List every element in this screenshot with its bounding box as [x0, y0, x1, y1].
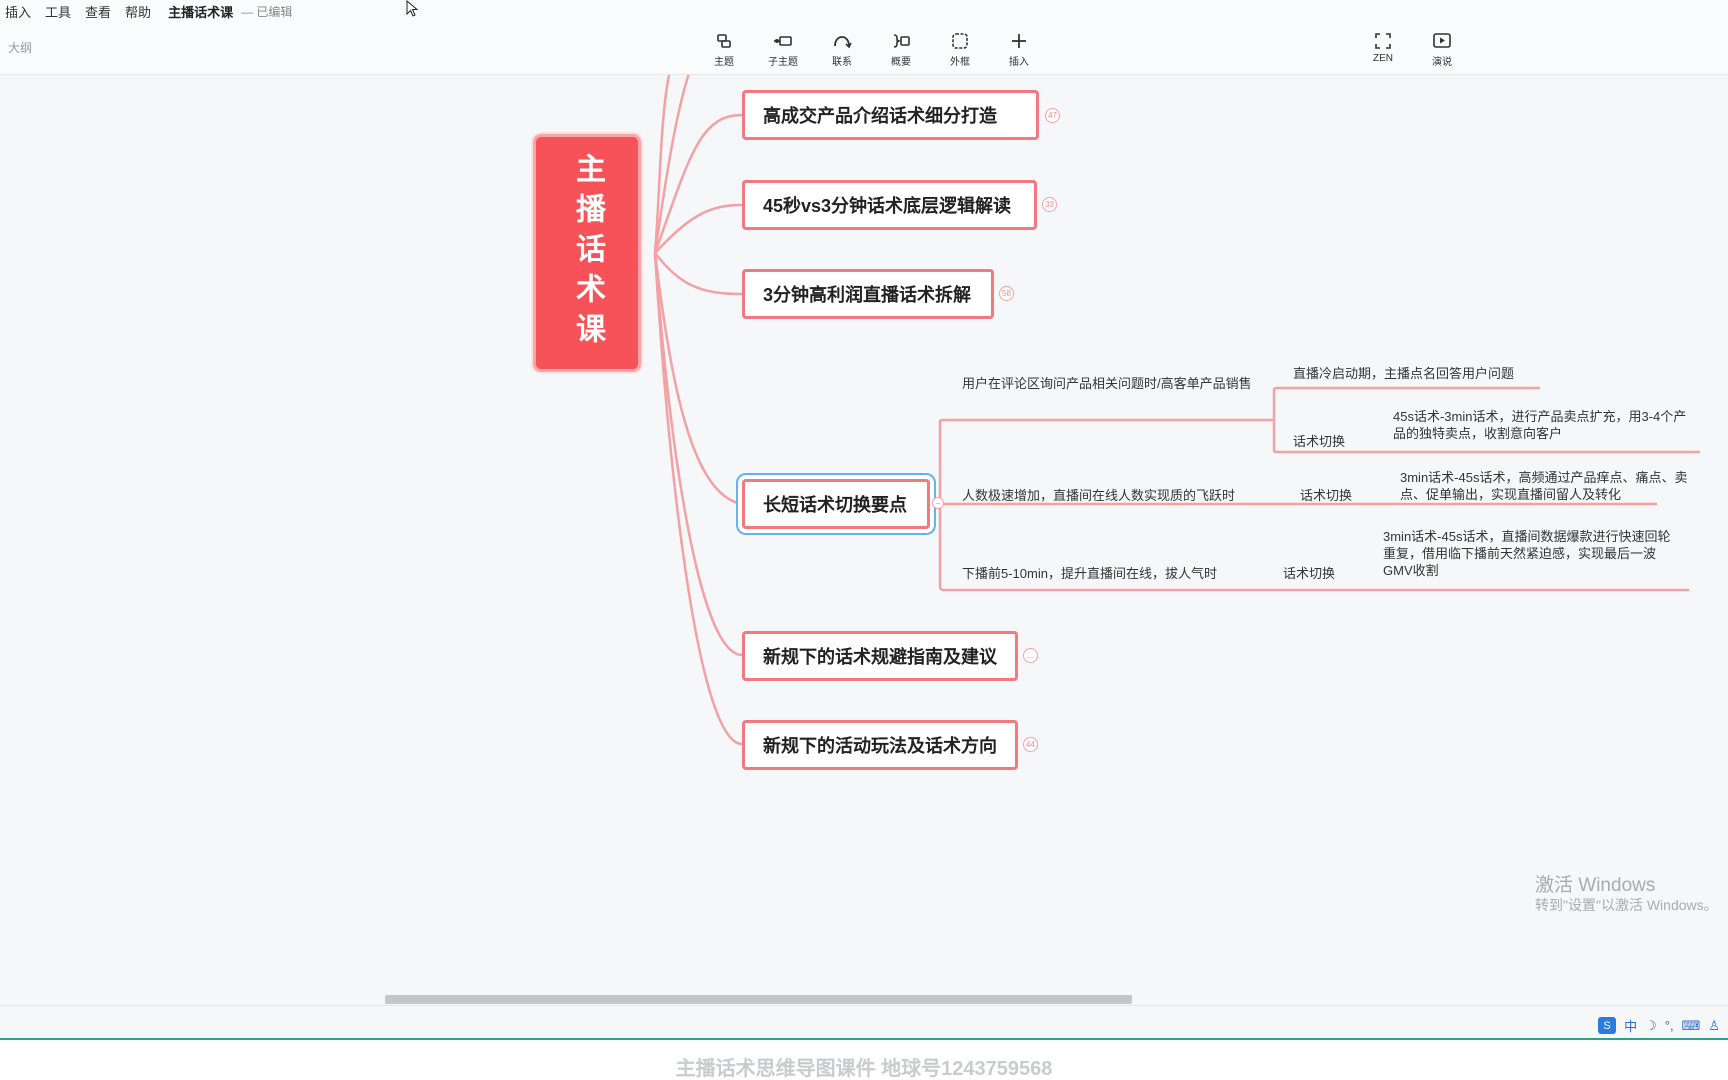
caption-bar: 主播话术思维导图课件 地球号1243759568 — [0, 1040, 1728, 1080]
status-bar: S 中 ☽ °, ⌨ ♙ — [0, 1005, 1728, 1039]
topic-count-badge[interactable]: 44 — [1023, 737, 1038, 752]
boundary-button[interactable]: 外框 — [937, 28, 983, 70]
boundary-icon — [952, 33, 968, 49]
activation-watermark-subtitle: 转到"设置"以激活 Windows。 — [1535, 897, 1718, 913]
subtopic-button-label: 子主题 — [768, 57, 798, 68]
mouse-cursor-icon — [406, 0, 419, 17]
topic-label: 长短话术切换要点 — [763, 495, 907, 515]
topic-label: 新规下的话术规避指南及建议 — [763, 647, 997, 667]
relationship-button[interactable]: 联系 — [819, 28, 865, 70]
user-icon[interactable]: ♙ — [1708, 1017, 1720, 1033]
subtopic-switch-1-detail[interactable]: 45s话术-3min话术，进行产品卖点扩充，用3-4个产品的独特卖点，收割意向客… — [1393, 409, 1687, 441]
present-button[interactable]: 演说 — [1419, 28, 1465, 70]
topic-node[interactable]: 3分钟高利润直播话术拆解 — [742, 269, 994, 319]
relationship-icon — [834, 36, 852, 49]
menu-bar: 插入 工具 查看 帮助 主播话术课 — 已编辑 — [0, 0, 1728, 22]
subtopic-button[interactable]: 子主题 — [760, 28, 806, 70]
toolbar: 大纲 主题 子主题 联系 概要 外框 插入 ZEN 演说 — [0, 22, 1728, 75]
central-topic[interactable]: 主播话术课 — [533, 134, 641, 372]
document-status: — 已编辑 — [241, 4, 293, 19]
topic-label: 45秒vs3分钟话术底层逻辑解读 — [763, 196, 1012, 216]
topic-label: 3分钟高利润直播话术拆解 — [763, 285, 972, 305]
keyboard-icon[interactable]: ⌨ — [1681, 1017, 1701, 1033]
menu-insert[interactable]: 插入 — [5, 4, 32, 20]
branch-connectors — [653, 75, 1700, 746]
topic-count-badge[interactable]: 33 — [1042, 197, 1057, 212]
topic-node[interactable]: 新规下的话术规避指南及建议 — [742, 631, 1018, 681]
subtopic-switch-2[interactable]: 话术切换 — [1300, 488, 1353, 503]
ime-language-indicator[interactable]: 中 — [1624, 1019, 1638, 1034]
topic-count-badge[interactable]: … — [1023, 648, 1038, 663]
play-icon — [1433, 33, 1451, 48]
subtopic-switch-3-detail[interactable]: 3min话术-45s话术，直播间数据爆款进行快速回轮重复，借用临下播前天然紧迫感… — [1383, 529, 1671, 578]
summary-button[interactable]: 概要 — [878, 28, 924, 70]
subtopic-scenario-2[interactable]: 人数极速增加，直播间在线人数实现质的飞跃时 — [962, 488, 1236, 503]
subtopic-switch-1[interactable]: 话术切换 — [1293, 434, 1346, 449]
mindmap-canvas[interactable]: 主播话术课 高成交产品介绍话术细分打造 47 45秒vs3分钟话术底层逻辑解读 … — [0, 75, 1728, 1005]
topic-button-label: 主题 — [714, 57, 734, 68]
central-topic-label: 主播话术课 — [570, 153, 605, 353]
subtopic-scenario-3[interactable]: 下播前5-10min，提升直播间在线，拔人气时 — [962, 566, 1217, 581]
subtopic-switch-2-detail[interactable]: 3min话术-45s话术，高频通过产品痒点、痛点、卖点、促单输出，实现直播间留人… — [1400, 470, 1688, 502]
boundary-button-label: 外框 — [950, 57, 970, 68]
punctuation-icon[interactable]: °, — [1664, 1018, 1674, 1033]
document-title: 主播话术课 — [168, 4, 234, 20]
relationship-button-label: 联系 — [832, 57, 852, 68]
plus-icon — [1012, 34, 1026, 48]
insert-button-label: 插入 — [1009, 57, 1029, 68]
insert-button[interactable]: 插入 — [996, 28, 1042, 70]
topic-count-badge[interactable]: 58 — [999, 286, 1014, 301]
ime-logo-icon[interactable]: S — [1598, 1017, 1617, 1034]
moon-icon[interactable]: ☽ — [1645, 1017, 1657, 1033]
topic-count-badge[interactable]: 47 — [1045, 108, 1060, 123]
subtopic-icon — [774, 36, 792, 46]
zen-button-label: ZEN — [1373, 53, 1393, 64]
collapse-toggle-icon[interactable]: − — [932, 497, 944, 509]
divider — [0, 1038, 1728, 1040]
summary-button-label: 概要 — [891, 57, 911, 68]
activation-watermark-title: 激活 Windows — [1535, 875, 1656, 896]
topic-label: 高成交产品介绍话术细分打造 — [763, 106, 997, 126]
system-tray: S 中 ☽ °, ⌨ ♙ — [1598, 1016, 1720, 1035]
menu-tools[interactable]: 工具 — [45, 4, 72, 20]
summary-icon — [893, 34, 910, 48]
topic-label: 新规下的活动玩法及话术方向 — [763, 736, 997, 756]
video-caption: 主播话术思维导图课件 地球号1243759568 — [675, 1058, 1053, 1080]
zen-button[interactable]: ZEN — [1360, 28, 1406, 70]
horizontal-scrollbar[interactable] — [385, 995, 1132, 1004]
subtopic-scenario-1[interactable]: 用户在评论区询问产品相关问题时/高客单产品销售 — [962, 376, 1252, 391]
menu-view[interactable]: 查看 — [85, 4, 112, 20]
topic-node[interactable]: 新规下的活动玩法及话术方向 — [742, 720, 1018, 770]
topic-icon — [717, 34, 731, 48]
topic-node-selected[interactable]: 长短话术切换要点 — [742, 479, 930, 529]
menu-help[interactable]: 帮助 — [125, 4, 152, 20]
topic-node[interactable]: 高成交产品介绍话术细分打造 — [742, 90, 1039, 140]
subtopic-scenario-1-note[interactable]: 直播冷启动期，主播点名回答用户问题 — [1293, 366, 1515, 381]
topic-node[interactable]: 45秒vs3分钟话术底层逻辑解读 — [742, 180, 1037, 230]
outline-toggle[interactable]: 大纲 — [8, 41, 33, 55]
present-button-label: 演说 — [1432, 57, 1452, 68]
subtopic-switch-3[interactable]: 话术切换 — [1283, 566, 1336, 581]
topic-button[interactable]: 主题 — [701, 28, 747, 70]
fullscreen-icon — [1375, 33, 1391, 49]
